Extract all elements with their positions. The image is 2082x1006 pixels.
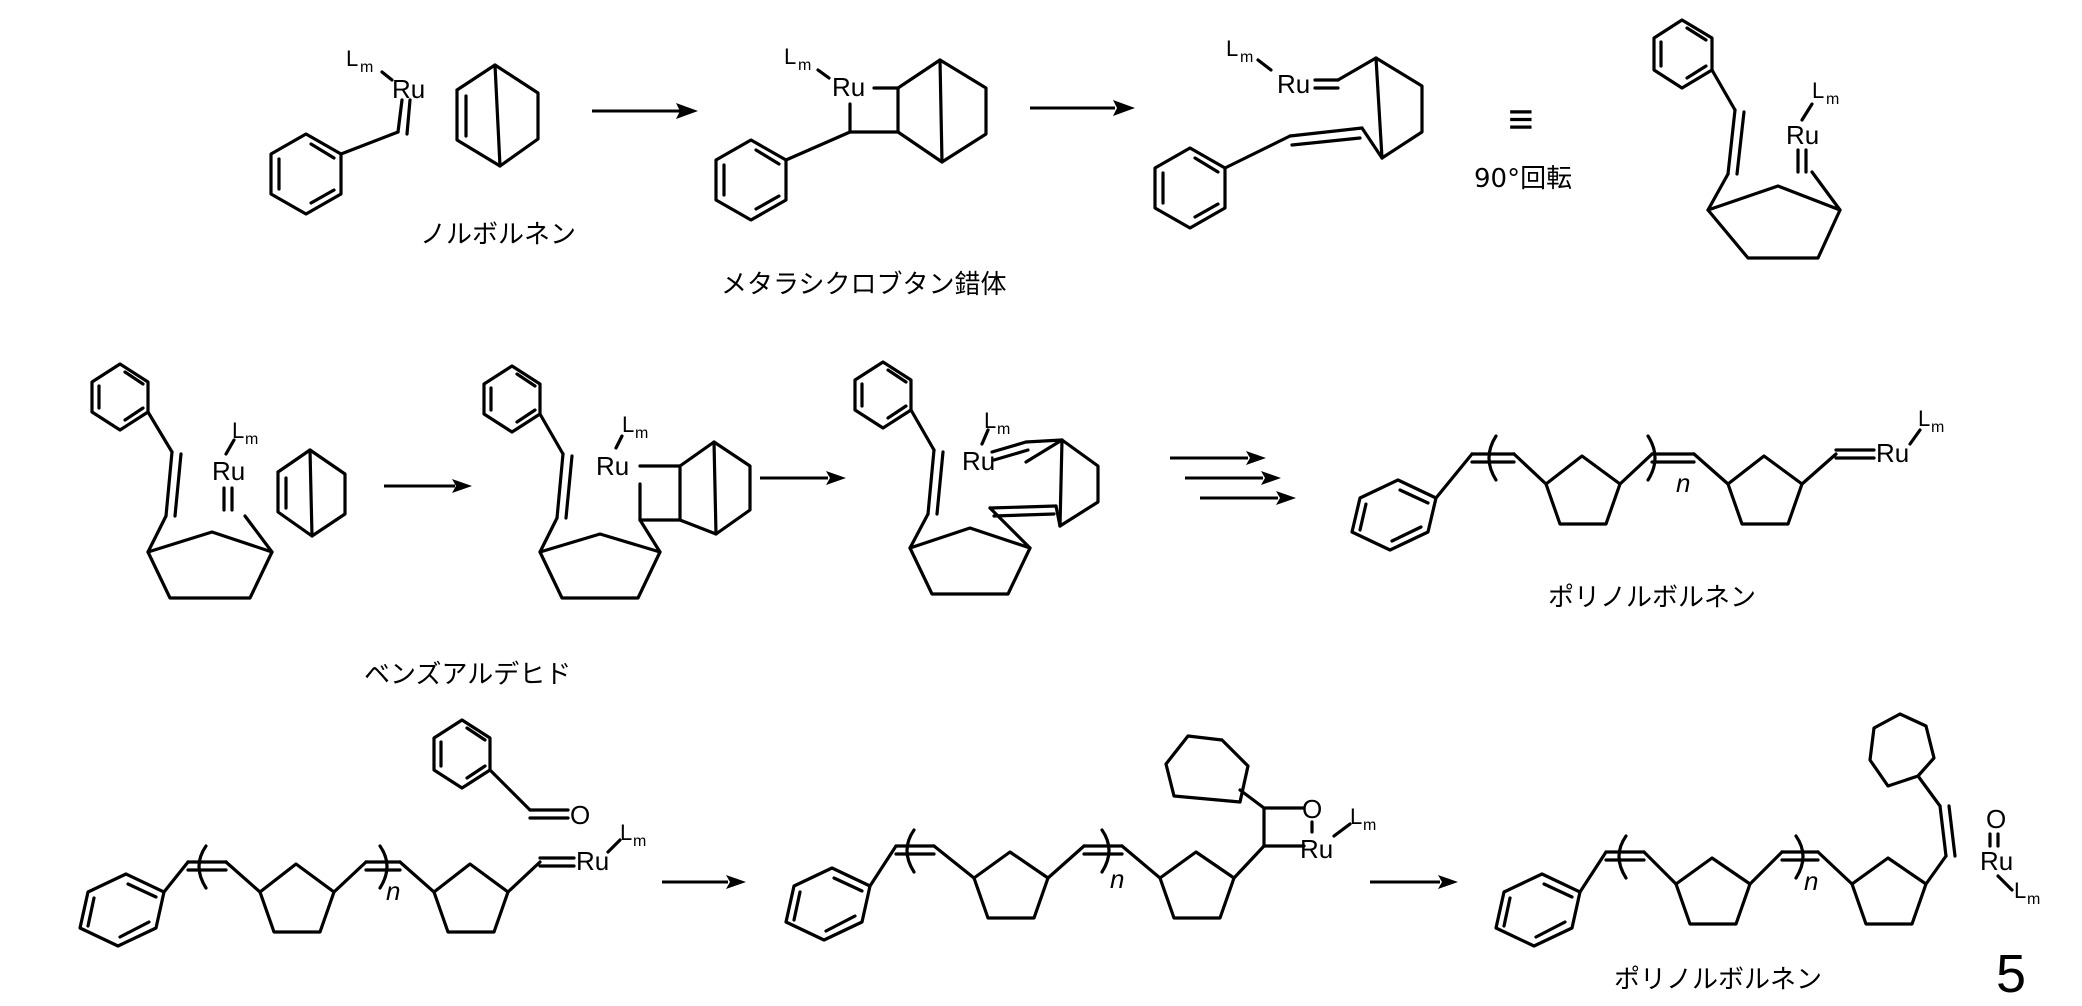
row1-ring-opened-carbene: Ru L m <box>1153 36 1424 230</box>
svg-text:n: n <box>386 876 400 906</box>
row2-carbene: Ru L m <box>90 362 274 600</box>
label-polynorbornene-1: ポリノルボルネン <box>1548 583 1756 613</box>
row1-rotated-carbene: Ru L m <box>1652 18 1842 260</box>
arrow-5 <box>662 875 746 889</box>
svg-text:L: L <box>1812 78 1824 103</box>
label-metallacyclobutane: メタラシクロブタン錯体 <box>721 270 1006 300</box>
row2-metallacyclobutane: Ru L m <box>482 364 752 600</box>
svg-text:m: m <box>1931 419 1944 436</box>
arrow-2 <box>1030 100 1135 116</box>
equivalent-sign: ≡ <box>1508 95 1534 144</box>
arrow-multistep <box>1170 451 1296 505</box>
svg-text:Ru: Ru <box>576 846 609 876</box>
svg-text:m: m <box>798 57 811 74</box>
svg-text:Ru: Ru <box>1300 834 1333 864</box>
svg-text:n: n <box>1676 468 1690 498</box>
row3-polymer-carbene: n Ru L m <box>78 820 646 948</box>
arrow-6 <box>1370 875 1458 889</box>
row1-norbornene <box>455 63 540 168</box>
svg-text:m: m <box>1826 91 1839 108</box>
svg-text:L: L <box>1226 36 1238 61</box>
svg-text:m: m <box>1240 49 1253 66</box>
svg-text:L: L <box>620 820 632 845</box>
svg-text:n: n <box>1804 866 1818 896</box>
svg-text:L: L <box>1350 804 1362 829</box>
row2-ring-opened: Ru L m <box>853 360 1100 596</box>
svg-text:Ru: Ru <box>1876 438 1909 468</box>
label-norbornene: ノルボルネン <box>420 220 576 250</box>
svg-text:m: m <box>245 431 258 448</box>
svg-text:Ru: Ru <box>596 451 629 481</box>
svg-text:L: L <box>784 44 796 69</box>
arrow-1 <box>592 103 698 119</box>
ru-atom-2: Ru <box>832 72 865 102</box>
benzaldehyde: O <box>432 718 590 830</box>
svg-text:Ru: Ru <box>962 446 995 476</box>
row2-polymer: n Ru L m <box>1350 406 1944 552</box>
svg-text:Ru: Ru <box>212 456 245 486</box>
label-rotation: 90°回転 <box>1474 164 1572 194</box>
row1-initiator-complex: Ru L m <box>269 46 425 216</box>
row3-terminated-polymer: n O Ru L m <box>1494 712 2040 948</box>
svg-text:Ru: Ru <box>1980 846 2013 876</box>
ru-atom: Ru <box>392 74 425 104</box>
svg-text:L: L <box>984 408 996 433</box>
svg-text:m: m <box>997 421 1010 438</box>
svg-text:L: L <box>232 418 244 443</box>
svg-text:Ru: Ru <box>1277 69 1310 99</box>
arrow-3 <box>384 479 472 493</box>
row3-oxametallacycle: n O Ru L m <box>784 734 1376 942</box>
svg-text:L: L <box>622 412 634 437</box>
ligand-subscript: m <box>360 59 373 76</box>
label-benzaldehyde: ベンズアルデヒド <box>364 660 571 690</box>
svg-text:m: m <box>1363 817 1376 834</box>
arrow-4 <box>760 471 846 485</box>
svg-text:O: O <box>1986 804 2006 834</box>
row2-norbornene <box>276 448 347 538</box>
svg-text:O: O <box>570 800 590 830</box>
row1-metallacyclobutane: Ru L m <box>714 44 988 222</box>
svg-text:O: O <box>1302 794 1322 824</box>
svg-text:L: L <box>1918 406 1930 431</box>
svg-text:n: n <box>1110 864 1124 894</box>
svg-text:Ru: Ru <box>1786 120 1819 150</box>
svg-text:m: m <box>633 833 646 850</box>
ligand-l: L <box>346 46 358 71</box>
label-polynorbornene-2: ポリノルボルネン <box>1614 965 1822 995</box>
svg-text:L: L <box>2014 878 2026 903</box>
page-number: 5 <box>1996 944 2026 1004</box>
svg-text:m: m <box>2027 891 2040 908</box>
svg-text:m: m <box>635 425 648 442</box>
